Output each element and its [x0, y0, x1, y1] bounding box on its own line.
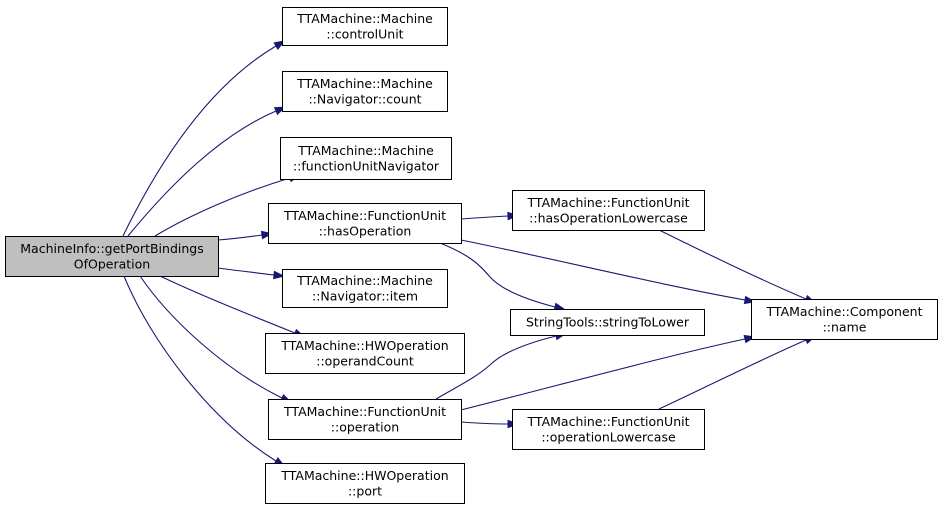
node-label-line: ::Navigator::item — [312, 288, 418, 303]
node-label-line: TTAMachine::FunctionUnit — [527, 414, 690, 429]
node-box — [268, 399, 462, 440]
edge-root-to-controlUnit — [122, 45, 277, 237]
node-label-line: ::hasOperation — [319, 223, 412, 238]
node-box — [282, 71, 448, 112]
edges — [122, 40, 817, 468]
node-controlUnit[interactable]: TTAMachine::Machine::controlUnit — [282, 7, 448, 46]
edge-operation-to-opLower — [460, 421, 509, 425]
node-box — [265, 333, 465, 374]
edge-root-to-navItem — [217, 267, 275, 276]
node-label-line: TTAMachine::Machine — [296, 76, 433, 91]
node-label-line: ::name — [823, 319, 867, 334]
node-box — [282, 7, 448, 46]
node-box — [268, 203, 462, 244]
node-hasOperation[interactable]: TTAMachine::FunctionUnit::hasOperation — [268, 203, 462, 244]
edge-hasOpLower-to-compName — [658, 229, 807, 300]
node-label-line: TTAMachine::Machine — [296, 273, 433, 288]
node-label-line: TTAMachine::Machine — [297, 143, 434, 158]
node-label-line: TTAMachine::Machine — [296, 11, 433, 26]
node-label-line: StringTools::stringToLower — [526, 315, 690, 330]
node-label-line: ::hasOperationLowercase — [529, 210, 688, 225]
node-operation[interactable]: TTAMachine::FunctionUnit::operation — [268, 399, 462, 440]
node-label-line: ::operandCount — [316, 353, 414, 368]
node-box — [751, 299, 938, 340]
node-compName[interactable]: TTAMachine::Component::name — [751, 299, 938, 340]
node-label-line: TTAMachine::FunctionUnit — [283, 208, 446, 223]
edge-hasOperation-to-hasOpLower — [460, 215, 509, 220]
node-label-line: MachineInfo::getPortBindings — [20, 241, 203, 256]
node-stringToLower[interactable]: StringTools::stringToLower — [510, 309, 705, 336]
node-label-line: TTAMachine::FunctionUnit — [527, 195, 690, 210]
node-label-line: TTAMachine::FunctionUnit — [283, 404, 446, 419]
edge-hasOperation-to-stringToLower — [439, 242, 556, 308]
node-label-line: OfOperation — [74, 256, 150, 271]
node-label-line: ::operation — [331, 419, 399, 434]
node-box — [280, 137, 452, 180]
node-label-line: ::Navigator::count — [308, 91, 421, 106]
arrowhead-icon — [273, 270, 286, 280]
node-opLower[interactable]: TTAMachine::FunctionUnit::operationLower… — [512, 409, 705, 450]
edge-root-to-operation — [139, 275, 283, 399]
node-box — [282, 269, 448, 308]
node-box — [512, 409, 705, 450]
node-label-line: ::port — [348, 483, 382, 498]
node-box — [265, 463, 465, 504]
node-navCount[interactable]: TTAMachine::Machine::Navigator::count — [282, 71, 448, 112]
node-box — [512, 190, 705, 231]
edge-opLower-to-compName — [658, 339, 807, 410]
node-navItem[interactable]: TTAMachine::Machine::Navigator::item — [282, 269, 448, 308]
edge-root-to-navCount — [127, 110, 277, 237]
edge-root-to-hasOperation — [217, 234, 263, 241]
node-operandCount[interactable]: TTAMachine::HWOperation::operandCount — [265, 333, 465, 374]
node-box — [5, 236, 219, 277]
node-label-line: TTAMachine::HWOperation — [280, 468, 448, 483]
edge-root-to-port — [123, 275, 277, 462]
node-label-line: ::functionUnitNavigator — [293, 158, 440, 173]
edge-root-to-fuNavigator — [154, 177, 291, 237]
edge-operation-to-stringToLower — [435, 335, 557, 400]
node-label-line: TTAMachine::HWOperation — [280, 338, 448, 353]
edge-root-to-operandCount — [159, 275, 296, 334]
edge-operation-to-compName — [460, 338, 746, 411]
edge-hasOperation-to-compName — [460, 239, 746, 301]
node-label-line: ::operationLowercase — [541, 429, 676, 444]
node-label-line: ::controlUnit — [326, 26, 403, 41]
node-hasOpLower[interactable]: TTAMachine::FunctionUnit::hasOperationLo… — [512, 190, 705, 231]
node-fuNavigator[interactable]: TTAMachine::Machine::functionUnitNavigat… — [280, 137, 452, 180]
node-label-line: TTAMachine::Component — [766, 304, 923, 319]
node-box — [510, 309, 705, 336]
node-port[interactable]: TTAMachine::HWOperation::port — [265, 463, 465, 504]
